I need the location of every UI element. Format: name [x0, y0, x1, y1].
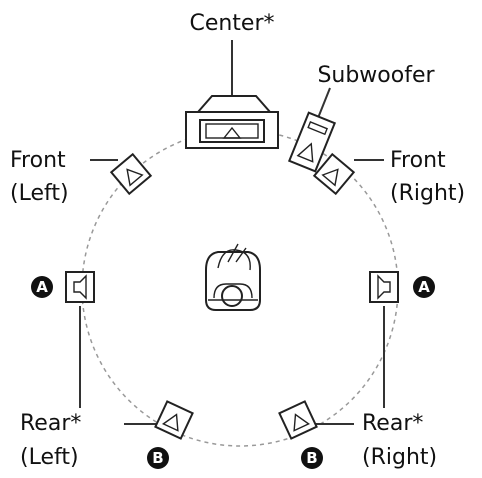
- label-front-left-line2: (Left): [10, 181, 69, 206]
- center-speaker-icon: [185, 95, 279, 149]
- label-rear-right-line2: (Right): [362, 445, 437, 470]
- front-right-speaker-icon: [312, 152, 356, 196]
- label-rear-left-line2: (Left): [20, 445, 79, 470]
- badge-a-right: A: [413, 276, 435, 298]
- badge-b-right: B: [301, 447, 323, 469]
- rear-right-speaker-icon: [278, 400, 318, 440]
- label-rear-right-line1: Rear*: [362, 411, 423, 436]
- listener-icon: [205, 243, 261, 311]
- svg-text:B: B: [306, 449, 317, 467]
- subwoofer-icon: [287, 111, 337, 173]
- svg-text:A: A: [36, 278, 48, 296]
- badge-b-left: B: [147, 447, 169, 469]
- front-left-speaker-icon: [109, 152, 153, 196]
- label-front-right-line1: Front: [390, 148, 446, 173]
- subwoofer-leader: [317, 87, 331, 119]
- rear-left-speaker-icon: [154, 400, 194, 440]
- svg-text:A: A: [418, 278, 430, 296]
- side-left-speaker-icon: [65, 271, 95, 303]
- svg-text:B: B: [152, 449, 163, 467]
- badge-a-left: A: [31, 276, 53, 298]
- label-front-right-line2: (Right): [390, 181, 465, 206]
- label-rear-left-line1: Rear*: [20, 411, 81, 436]
- leader-lines: [79, 40, 385, 425]
- side-right-speaker-icon: [369, 271, 399, 303]
- label-subwoofer: Subwoofer: [317, 63, 435, 88]
- label-front-left-line1: Front: [10, 148, 66, 173]
- label-center: Center*: [189, 11, 274, 36]
